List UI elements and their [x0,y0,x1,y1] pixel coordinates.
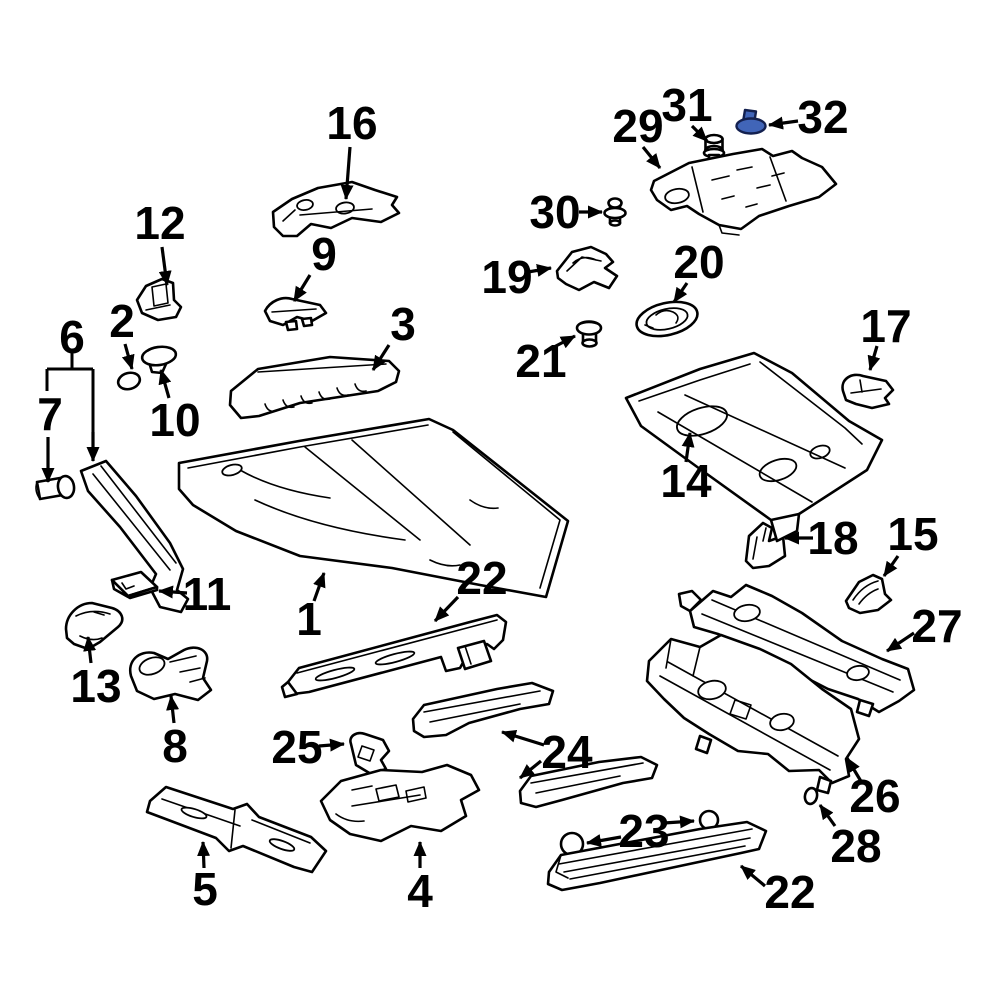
part-15-gusset[interactable] [844,573,893,615]
leader-arrow-23 [586,834,622,847]
leader-arrow-22 [739,864,767,888]
part-30-bolt[interactable] [603,197,627,227]
leader-arrow-17 [867,345,881,371]
leader-arrow-14 [681,432,695,463]
leader-arrow-24 [518,759,543,780]
part-2-grommet[interactable] [116,370,142,391]
part-label-22[interactable]: 22 [764,866,815,918]
part-label-3[interactable]: 3 [390,298,416,350]
part-25-bracket[interactable] [349,731,391,776]
part-24-rail-lower[interactable] [518,755,659,809]
leader-arrow-11 [158,585,188,599]
leader-arrow-15 [882,555,900,577]
leader-arrow-31 [690,124,709,143]
leader-arrow-29 [641,145,662,170]
part-label-29[interactable]: 29 [612,100,663,152]
part-12-bracket[interactable] [135,277,183,322]
leader-arrow-19 [527,263,552,277]
part-label-17[interactable]: 17 [860,300,911,352]
part-label-16[interactable]: 16 [326,97,377,149]
part-label-4[interactable]: 4 [407,865,433,917]
part-label-19[interactable]: 19 [481,251,532,303]
leader-arrow-21 [553,334,576,349]
part-label-20[interactable]: 20 [673,236,724,288]
part-13-bracket[interactable] [64,601,124,651]
part-label-7[interactable]: 7 [37,388,63,440]
leader-arrow-23 [663,815,695,829]
part-20-plate[interactable] [633,296,701,341]
leader-arrow-32 [768,116,799,130]
part-label-21[interactable]: 21 [515,335,566,387]
leader-arrow-28 [818,804,837,827]
part-label-30[interactable]: 30 [529,186,580,238]
part-7-bolt[interactable] [35,474,76,501]
part-label-18[interactable]: 18 [807,512,858,564]
parts-layer [35,108,916,892]
part-label-25[interactable]: 25 [271,721,322,773]
part-5-crossmember[interactable] [145,785,328,874]
leader-arrow-1 [312,572,326,602]
part-22-rail-middle[interactable] [280,613,508,699]
part-14-rear-floor-pan[interactable] [624,351,884,543]
leader-arrow-8 [166,695,180,724]
part-17-bracket[interactable] [841,373,895,410]
part-11-pad[interactable] [110,570,159,600]
part-4-floor-section[interactable] [319,763,481,843]
part-label-8[interactable]: 8 [162,720,188,772]
leader-arrow-9 [292,274,312,302]
part-label-13[interactable]: 13 [70,660,121,712]
part-1-front-floor-pan[interactable] [177,417,570,599]
part-6-sill-rail[interactable] [79,459,190,614]
leader-arrow-20 [672,282,689,303]
leader-arrow-12 [158,246,172,286]
part-8-bracket[interactable] [128,646,213,702]
leader-arrow-3 [371,344,391,371]
part-label-2[interactable]: 2 [109,295,135,347]
part-label-22[interactable]: 22 [456,552,507,604]
part-label-32[interactable]: 32 [797,91,848,143]
part-label-10[interactable]: 10 [149,394,200,446]
part-32-clip-highlighted[interactable] [735,108,767,135]
part-label-12[interactable]: 12 [134,197,185,249]
part-24-rail-upper[interactable] [411,681,555,739]
part-label-5[interactable]: 5 [192,863,218,915]
leader-arrow-16 [340,146,354,200]
part-label-23[interactable]: 23 [618,805,669,857]
leader-arrow-25 [318,738,345,752]
part-19-bracket[interactable] [555,245,619,292]
part-26-crossmember[interactable] [645,633,861,795]
part-label-9[interactable]: 9 [311,228,337,280]
part-label-28[interactable]: 28 [830,820,881,872]
part-22-rail-bottom[interactable] [546,820,768,892]
part-28-grommet[interactable] [803,786,819,806]
part-10-plug[interactable] [140,345,178,375]
part-label-11[interactable]: 11 [183,568,232,620]
part-9-bracket[interactable] [263,296,328,332]
part-21-clip[interactable] [575,320,603,348]
part-label-31[interactable]: 31 [661,79,712,131]
part-label-15[interactable]: 15 [887,508,938,560]
leader-arrow-13 [83,636,97,664]
part-29-under-cover[interactable] [649,147,838,236]
part-label-6[interactable]: 6 [59,311,85,363]
leader-arrow-2 [121,343,135,370]
leader-arrow-5 [197,841,211,869]
part-label-24[interactable]: 24 [541,726,593,778]
leader-arrow-27 [886,631,915,653]
part-label-26[interactable]: 26 [849,770,900,822]
part-3-brace[interactable] [228,355,401,420]
leader-arrow-26 [845,757,864,784]
leader-arrow-10 [158,369,172,399]
part-label-27[interactable]: 27 [911,600,962,652]
part-16-bracket[interactable] [271,180,401,238]
part-label-14[interactable]: 14 [660,455,712,507]
leader-arrow-24 [501,729,545,747]
leader-arrow-22 [433,595,460,623]
part-label-1[interactable]: 1 [296,593,322,645]
